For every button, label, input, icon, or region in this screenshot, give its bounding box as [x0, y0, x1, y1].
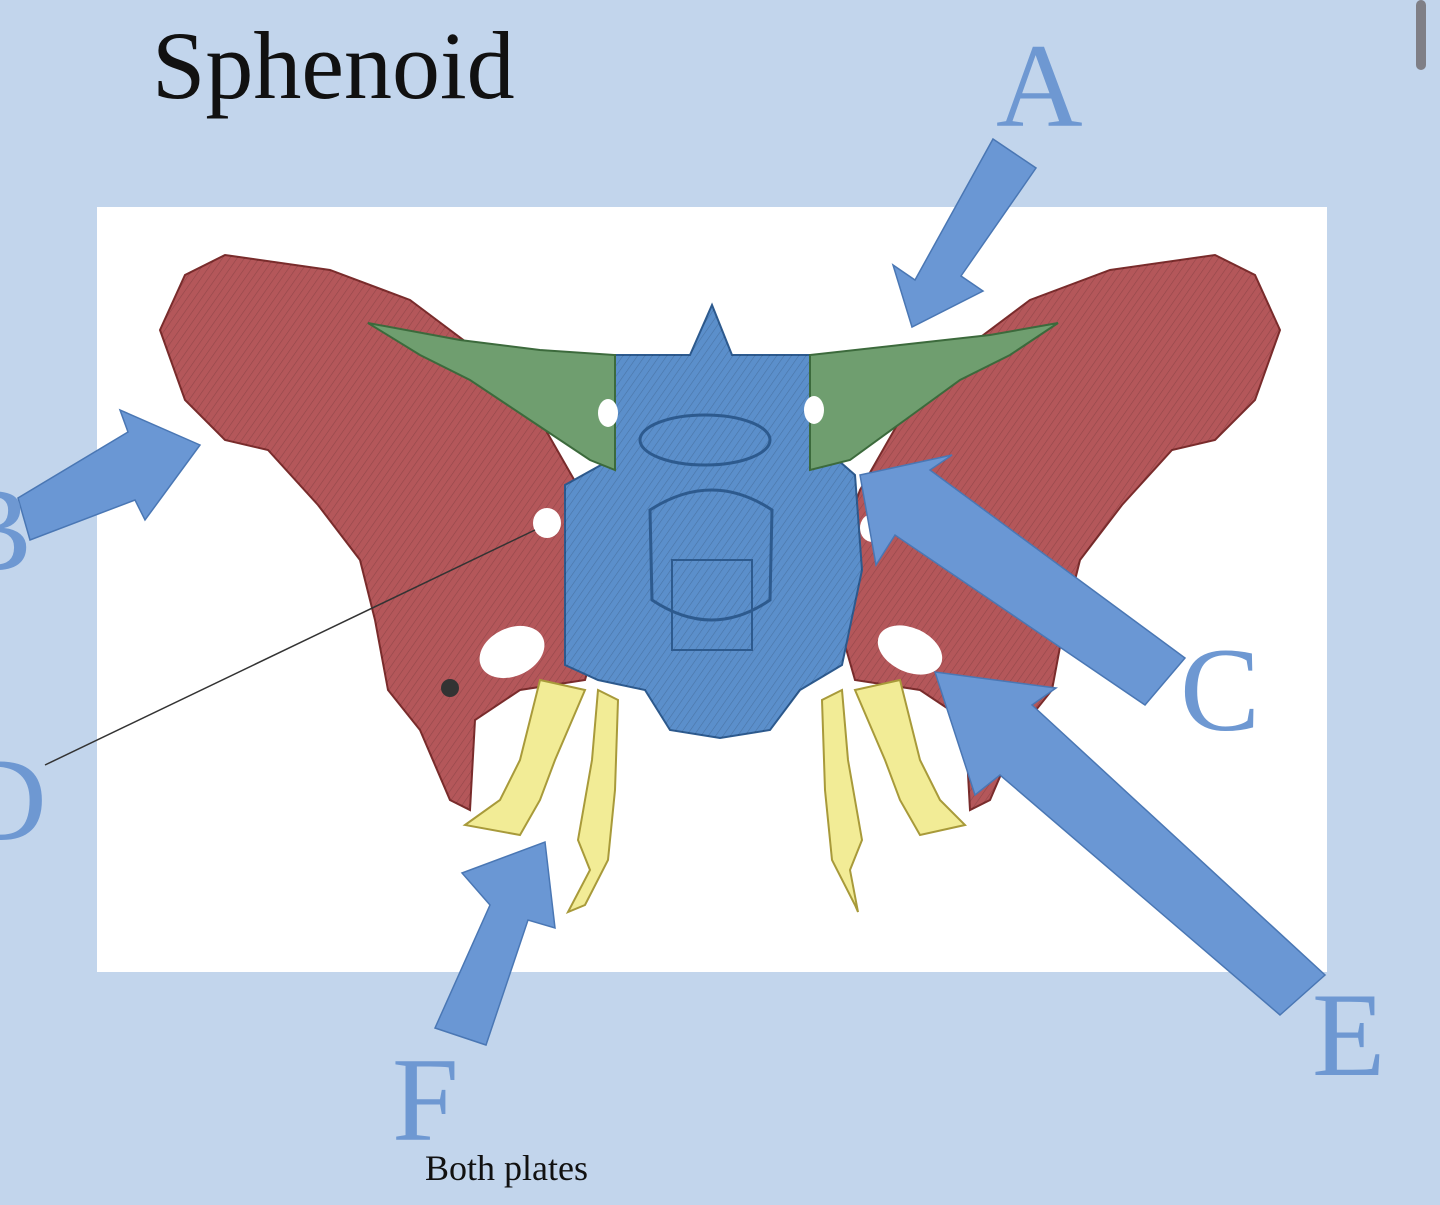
label-c: C — [1180, 623, 1261, 756]
arrow-a — [891, 137, 1038, 329]
pterygoid-plates-left — [462, 678, 620, 914]
arrow-c — [859, 454, 1187, 706]
label-a: A — [996, 19, 1083, 152]
arrow-b — [17, 408, 202, 541]
label-b: B — [0, 470, 32, 590]
label-f: F — [392, 1033, 459, 1166]
arrow-f — [433, 840, 556, 1046]
label-e: E — [1312, 968, 1386, 1101]
scrollbar-thumb[interactable] — [1416, 0, 1426, 70]
pterygoid-plates-right — [820, 678, 967, 913]
arrow-e — [933, 671, 1327, 1016]
lesser-wing-right — [804, 322, 1059, 472]
greater-wing-right — [833, 253, 1282, 812]
lesser-wing-left — [367, 322, 618, 472]
leader-line-d — [44, 529, 536, 766]
diagram-title: Sphenoid — [152, 12, 515, 119]
label-d: D — [0, 733, 47, 866]
sphenoid-body — [564, 302, 864, 740]
both-plates-note: Both plates — [425, 1148, 588, 1188]
